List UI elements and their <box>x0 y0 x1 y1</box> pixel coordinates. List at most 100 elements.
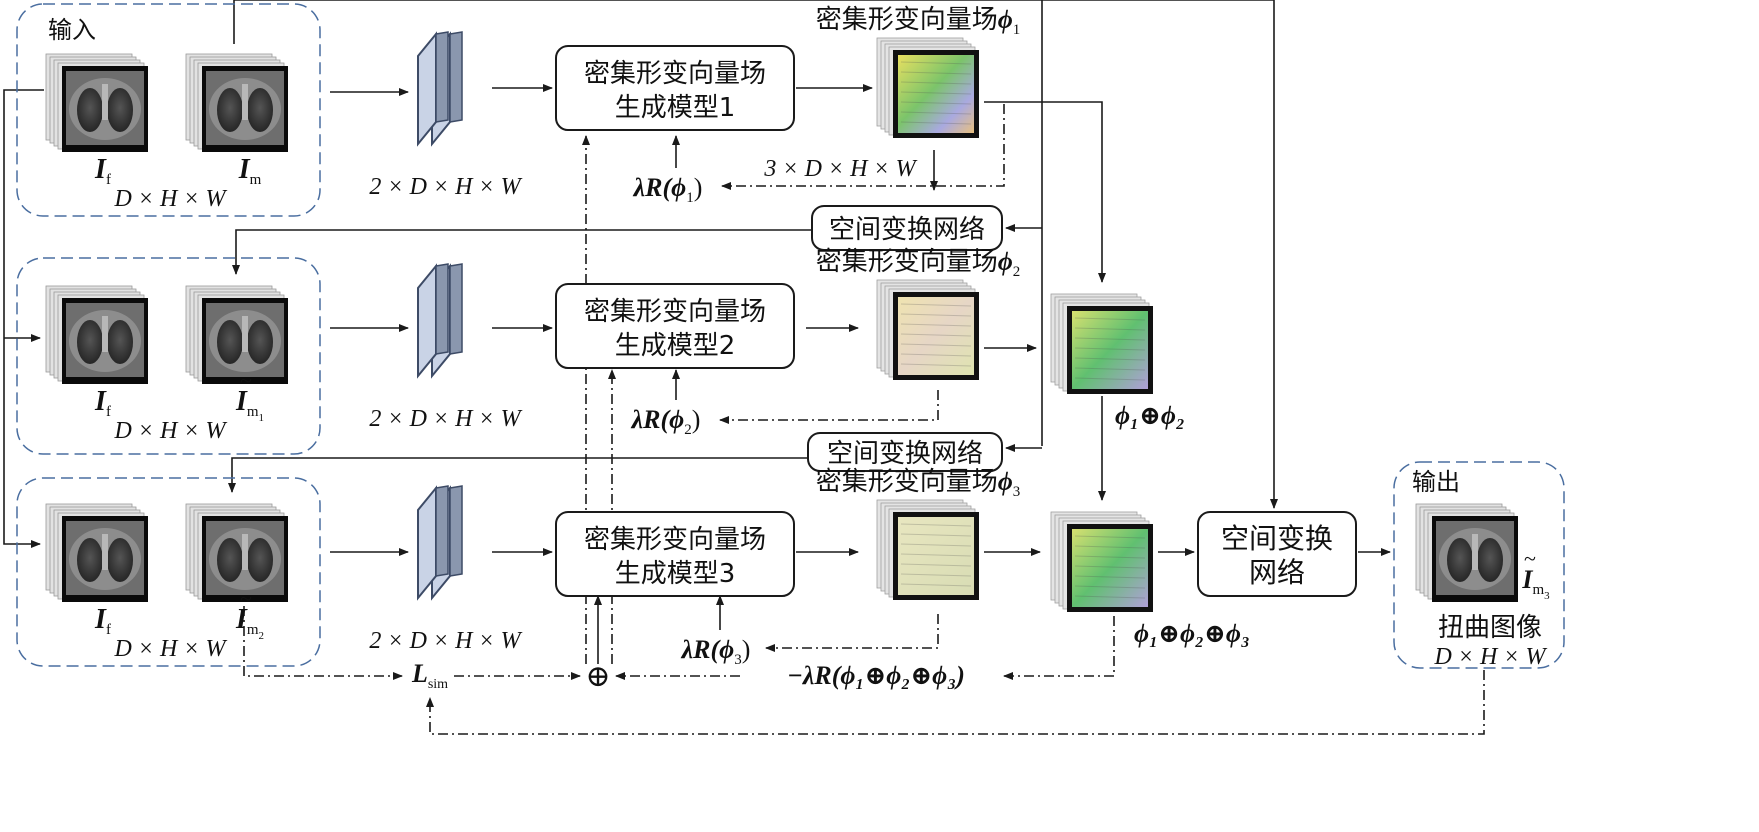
warped-image-label-subsub: 3 <box>1544 590 1550 602</box>
generator-model-3 <box>555 511 795 597</box>
generator-model-2-line1: 密集形变向量场 <box>584 297 766 327</box>
concat-dims-3: 2 × D × H × W <box>369 628 522 654</box>
field-title-2-text: 密集形变向量场 <box>816 247 998 277</box>
moving-image-stack-3 <box>185 503 288 602</box>
input-group-label: 输入 <box>48 16 96 44</box>
moving-image-label-2-sub: m <box>247 404 259 420</box>
output-dims: D × H × W <box>1433 644 1547 670</box>
field-title-1-phi: ϕ <box>998 5 1013 34</box>
stn-box-1-label: 空间变换网络 <box>829 215 985 245</box>
generator-model-1 <box>555 45 795 131</box>
field-title-1-text: 密集形变向量场 <box>816 5 998 35</box>
warped-image-caption: 扭曲图像 <box>1438 613 1542 643</box>
moving-tilde-3: ~ <box>240 586 252 611</box>
generator-model-1-line1: 密集形变向量场 <box>584 59 766 89</box>
output-group <box>1393 461 1565 669</box>
arrow-moving-to-final-stn <box>233 0 1278 509</box>
deformation-field-3 <box>876 499 979 600</box>
input-dims-2: D × H × W <box>113 418 227 444</box>
field-title-1: 密集形变向量场ϕ1 <box>816 5 1021 38</box>
fixed-image-label-1-sub: f <box>106 172 111 188</box>
generator-model-2 <box>555 283 795 369</box>
arrow-stn1-to-row2 <box>232 229 812 275</box>
moving-image-label-2-subsub: 1 <box>259 412 265 424</box>
concat-volume-2 <box>417 263 463 379</box>
field-title-3-phi: ϕ <box>998 467 1013 496</box>
field-title-1-sub: 1 <box>1013 22 1021 38</box>
moving-tilde-2: ~ <box>240 368 252 393</box>
composed-field-12-label: ϕ₁⊕ϕ₂ <box>1115 401 1185 430</box>
similarity-loss: Lsim <box>411 659 448 692</box>
stn-box-1 <box>811 205 1003 251</box>
stn-box-2 <box>807 432 1003 472</box>
field-title-3-text: 密集形变向量场 <box>816 467 998 497</box>
stn-final-line2: 网络 <box>1249 556 1305 589</box>
composed-field-123 <box>1050 511 1153 612</box>
concat-volume-3 <box>417 485 463 601</box>
fixed-image-stack-2 <box>45 285 148 384</box>
generator-model-2-line2: 生成模型2 <box>615 331 736 361</box>
regularizer-2: λR(ϕ2) <box>631 405 701 438</box>
total-regularizer: −λR(ϕ₁⊕ϕ₂⊕ϕ₃) <box>787 661 965 690</box>
shape-layer <box>16 3 1565 669</box>
deformation-field-2 <box>876 279 979 380</box>
dash-field1-to-reg1 <box>721 104 1005 190</box>
regularizer-3: λR(ϕ3) <box>681 635 751 668</box>
dash-warped-to-loss <box>243 606 403 680</box>
arrow-stn2-to-row3 <box>228 457 808 493</box>
input-dims-3: D × H × W <box>113 636 227 662</box>
fixed-image-label-2-sub: f <box>106 404 111 420</box>
dash-output-to-loss <box>426 670 1485 735</box>
fixed-image-label-2: If <box>94 386 111 420</box>
moving-image-label-3-sub: m <box>247 622 259 638</box>
moving-image-label-2: Im1 <box>235 386 264 424</box>
input-dims-1: D × H × W <box>113 186 227 212</box>
field-title-2-sub: 2 <box>1013 264 1021 280</box>
warped-image-label-sub: m <box>1532 582 1544 598</box>
fixed-image-label-3-sub: f <box>106 622 111 638</box>
stn-box-2-label: 空间变换网络 <box>827 439 983 469</box>
moving-image-label-3-subsub: 2 <box>259 630 265 642</box>
composed-field-12 <box>1050 293 1153 394</box>
input-group-row1 <box>16 3 321 217</box>
output-group-label: 输出 <box>1412 468 1460 496</box>
fixed-image-stack-1 <box>45 53 148 152</box>
dash-field2-to-reg2 <box>719 390 939 424</box>
sum-operator: ⊕ <box>585 660 610 693</box>
moving-image-label-1: Im <box>238 154 262 188</box>
concat-dims-2: 2 × D × H × W <box>369 406 522 432</box>
moving-image-label-3: Im2 <box>235 604 264 642</box>
stn-final-line1: 空间变换 <box>1221 522 1333 555</box>
warped-image-label: Im3 <box>1521 565 1550 602</box>
generator-model-3-line1: 密集形变向量场 <box>584 525 766 555</box>
field-title-3: 密集形变向量场ϕ3 <box>816 467 1021 500</box>
arrow-field1-to-compose <box>984 101 1106 283</box>
dash-field3-to-reg3 <box>765 614 939 652</box>
generator-model-1-line2: 生成模型1 <box>615 93 736 123</box>
concat-volume-1 <box>417 31 463 147</box>
regularizer-1: λR(ϕ1) <box>633 173 703 206</box>
concat-dims-1: 2 × D × H × W <box>369 174 522 200</box>
composed-field-123-label: ϕ₁⊕ϕ₂⊕ϕ₃ <box>1134 619 1250 648</box>
input-group-row2 <box>16 257 321 455</box>
moving-image-stack-2 <box>185 285 288 384</box>
fixed-image-stack-3 <box>45 503 148 602</box>
deformation-field-1 <box>876 37 979 138</box>
fixed-image-label-1: If <box>94 154 111 188</box>
fixed-image-label-3: If <box>94 604 111 638</box>
stn-final-box <box>1197 511 1357 597</box>
moving-image-label-1-sub: m <box>250 172 262 188</box>
field-title-2-phi: ϕ <box>998 247 1013 276</box>
warped-image-tilde: ~ <box>1524 546 1536 571</box>
field-title-3-sub: 3 <box>1013 484 1021 500</box>
field-dims-1: 3 × D × H × W <box>763 156 917 182</box>
fixed-image-bus <box>3 89 44 548</box>
warped-image-stack <box>1415 503 1518 602</box>
generator-model-3-line2: 生成模型3 <box>615 559 736 589</box>
moving-image-stack-1 <box>185 53 288 152</box>
dash-compose-to-total-reg <box>1003 616 1115 680</box>
field-title-2: 密集形变向量场ϕ2 <box>816 247 1021 280</box>
